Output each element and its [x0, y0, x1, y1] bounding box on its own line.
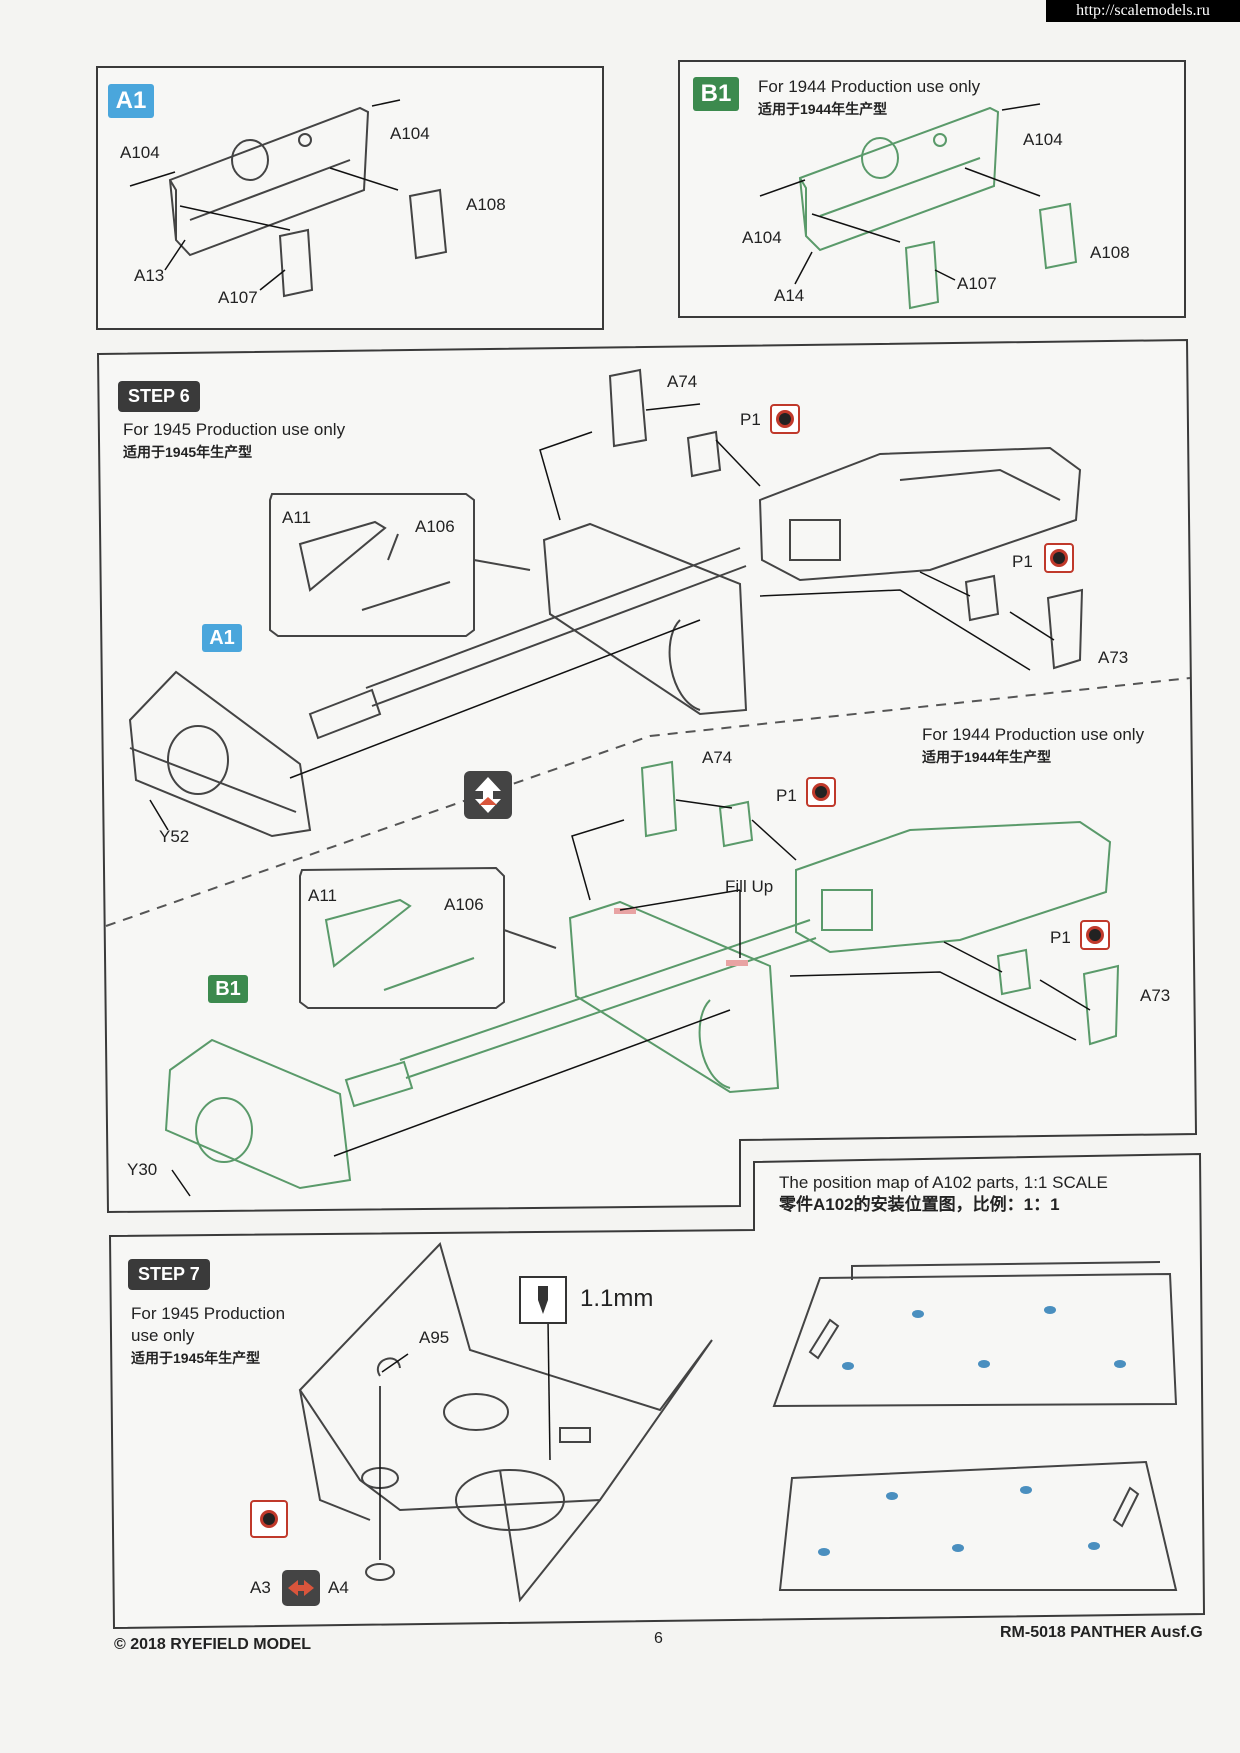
step7-note-en-1: For 1945 Production [131, 1304, 286, 1323]
no-paint-icon [250, 1500, 288, 1538]
step6-lower-label-a73: A73 [1140, 986, 1171, 1005]
step6-lower-note-cn: 适用于1944年生产型 [922, 749, 1052, 765]
b1-label-a14: A14 [774, 286, 805, 305]
step6-note-cn: 适用于1945年生产型 [123, 444, 253, 460]
step6-lower-inset-a106: A106 [444, 895, 484, 914]
step6-lower-label-a74: A74 [702, 748, 733, 767]
b1-label-a104-left: A104 [742, 228, 782, 247]
alternative-swap-icon [464, 771, 512, 819]
footer-copyright: © 2018 RYEFIELD MODEL [114, 1636, 312, 1653]
a1-label-a104-left: A104 [120, 143, 160, 162]
b1-label-a107: A107 [957, 274, 997, 293]
step6-b1-badge: B1 [208, 975, 248, 1003]
site-watermark: http://scalemodels.ru [1046, 0, 1240, 22]
step6-note: For 1945 Production use only 适用于1945年生产型 [123, 419, 345, 463]
step6-note-en: For 1945 Production use only [123, 420, 346, 439]
step7-label-a95: A95 [419, 1328, 450, 1347]
no-paint-icon [806, 777, 836, 807]
step6-upper-label-p1-right: P1 [1012, 552, 1033, 571]
a1-mantlet-drawing [129, 99, 448, 298]
panel-a1 [96, 66, 604, 330]
no-paint-icon [1080, 920, 1110, 950]
step6-lower-note-en: For 1944 Production use only [922, 725, 1145, 744]
step7-note-cn: 适用于1945年生产型 [131, 1350, 261, 1366]
step6-upper-label-p1-top: P1 [740, 410, 761, 429]
step6-upper-inset-a106: A106 [415, 517, 455, 536]
step7-label-a3: A3 [250, 1578, 271, 1597]
footer-page-number: 6 [654, 1630, 663, 1647]
no-paint-icon [1044, 543, 1074, 573]
position-map-title-cn: 零件A102的安装位置图，比例：1：1 [779, 1195, 1060, 1214]
step6-lower-label-p1-top: P1 [776, 786, 797, 805]
step6-upper-label-a73: A73 [1098, 648, 1129, 667]
step7-note-en-2: use only [131, 1326, 195, 1345]
footer-kit-name: RM-5018 PANTHER Ausf.G [1000, 1624, 1203, 1641]
step6-upper-label-y52: Y52 [159, 827, 190, 846]
step6-a1-badge: A1 [202, 624, 242, 652]
position-map-title-en: The position map of A102 parts, 1:1 SCAL… [779, 1173, 1108, 1192]
step6-lower-inset-a11: A11 [308, 886, 337, 905]
step6-lower-note: For 1944 Production use only 适用于1944年生产型 [922, 724, 1144, 768]
a1-label-a107: A107 [218, 288, 258, 307]
a1-label-a108: A108 [466, 195, 506, 214]
position-map-title: The position map of A102 parts, 1:1 SCAL… [779, 1172, 1108, 1216]
step6-lower-fill-up: Fill Up [725, 877, 774, 896]
a1-label-a104-right: A104 [390, 124, 430, 143]
b1-mantlet-drawing [759, 103, 1078, 310]
b1-label-a104-right: A104 [1023, 130, 1063, 149]
no-paint-icon [770, 404, 800, 434]
step6-upper-label-a74: A74 [667, 372, 698, 391]
b1-note-cn: 适用于1944年生产型 [758, 101, 888, 117]
b1-badge: B1 [693, 77, 739, 111]
step7-label-a4: A4 [328, 1578, 349, 1597]
step7-title: STEP 7 [128, 1259, 210, 1290]
a1-badge: A1 [108, 84, 154, 118]
step6-upper-inset-a11: A11 [282, 508, 311, 527]
step7-note: For 1945 Production use only 适用于1945年生产型 [131, 1303, 285, 1369]
step6-title: STEP 6 [118, 381, 200, 412]
panel-b1 [678, 60, 1186, 318]
b1-note-en: For 1944 Production use only [758, 77, 981, 96]
b1-note: For 1944 Production use only 适用于1944年生产型 [758, 76, 980, 120]
b1-label-a108: A108 [1090, 243, 1130, 262]
step6-lower-label-p1-right: P1 [1050, 928, 1071, 947]
step6-lower-label-y30: Y30 [127, 1160, 158, 1179]
a1-label-a13: A13 [134, 266, 165, 285]
step7-drill-size: 1.1mm [580, 1285, 654, 1312]
alternative-swap-icon [282, 1570, 320, 1606]
